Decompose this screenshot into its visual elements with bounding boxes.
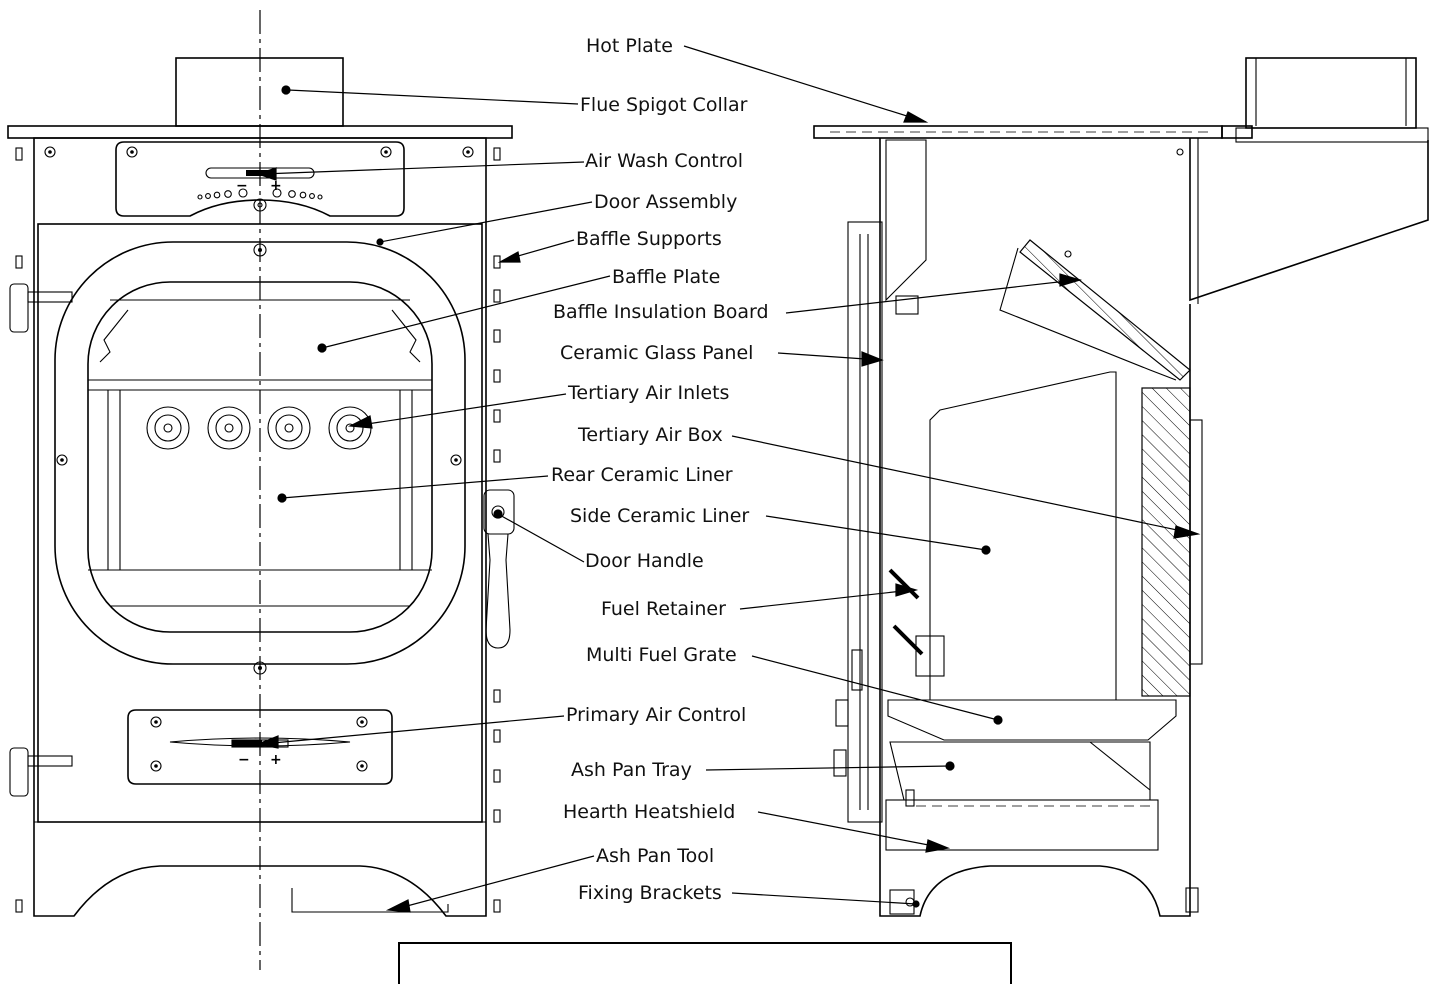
label-door-assembly: Door Assembly: [594, 191, 738, 213]
label-hot-plate: Hot Plate: [586, 35, 673, 57]
label-multi-fuel-grate: Multi Fuel Grate: [586, 644, 737, 666]
door-front: [37, 223, 483, 823]
glass-frame-outer: [54, 241, 466, 665]
label-ash-pan-tool: Ash Pan Tool: [596, 845, 715, 867]
hinge-bottom: [9, 747, 73, 797]
body-front: [33, 137, 487, 917]
front-view: − +: [7, 10, 515, 970]
grate-side: [887, 699, 1177, 741]
side-liner-side: [929, 371, 1117, 701]
hot-plate-side: [813, 125, 1223, 139]
label-side-ceramic-liner: Side Ceramic Liner: [570, 505, 750, 527]
primary-air-minus: −: [238, 752, 250, 768]
label-fuel-retainer: Fuel Retainer: [601, 598, 726, 620]
caption-box: [398, 942, 1012, 984]
label-hearth-heatshield: Hearth Heatshield: [563, 801, 736, 823]
flue-collar-side: [1245, 57, 1417, 129]
tertiary-inlets-front: [146, 406, 372, 450]
primary-air-plate: [127, 709, 393, 785]
label-primary-air-control: Primary Air Control: [566, 704, 747, 726]
label-baffle-supports: Baffle Supports: [576, 228, 722, 250]
label-flue-spigot-collar: Flue Spigot Collar: [580, 94, 748, 116]
baffle-side: [999, 239, 1191, 381]
rear-liner-side: [1141, 387, 1191, 697]
side-view: [813, 57, 1429, 917]
ash-pan-tool-front: [291, 888, 449, 913]
air-wash-plus: +: [270, 178, 282, 194]
air-wash-plate: [115, 141, 405, 217]
hinge-top: [9, 283, 73, 333]
label-rear-ceramic-liner: Rear Ceramic Liner: [551, 464, 733, 486]
door-section: [847, 221, 883, 823]
label-baffle-plate: Baffle Plate: [612, 266, 721, 288]
glass-frame-inner: [87, 281, 433, 633]
ash-pan-side: [889, 741, 1151, 801]
label-air-wash-control: Air Wash Control: [585, 150, 744, 172]
label-tertiary-air-box: Tertiary Air Box: [578, 424, 723, 446]
primary-air-plus: +: [270, 752, 282, 768]
air-wash-minus: −: [236, 178, 248, 194]
label-ceramic-glass-panel: Ceramic Glass Panel: [560, 342, 754, 364]
label-door-handle: Door Handle: [585, 550, 704, 572]
label-tertiary-air-inlets: Tertiary Air Inlets: [568, 382, 730, 404]
leader-lines: [255, 45, 1201, 913]
label-fixing-brackets: Fixing Brackets: [578, 882, 722, 904]
label-ash-pan-tray: Ash Pan Tray: [571, 759, 692, 781]
label-baffle-insulation-board: Baffle Insulation Board: [553, 301, 769, 323]
